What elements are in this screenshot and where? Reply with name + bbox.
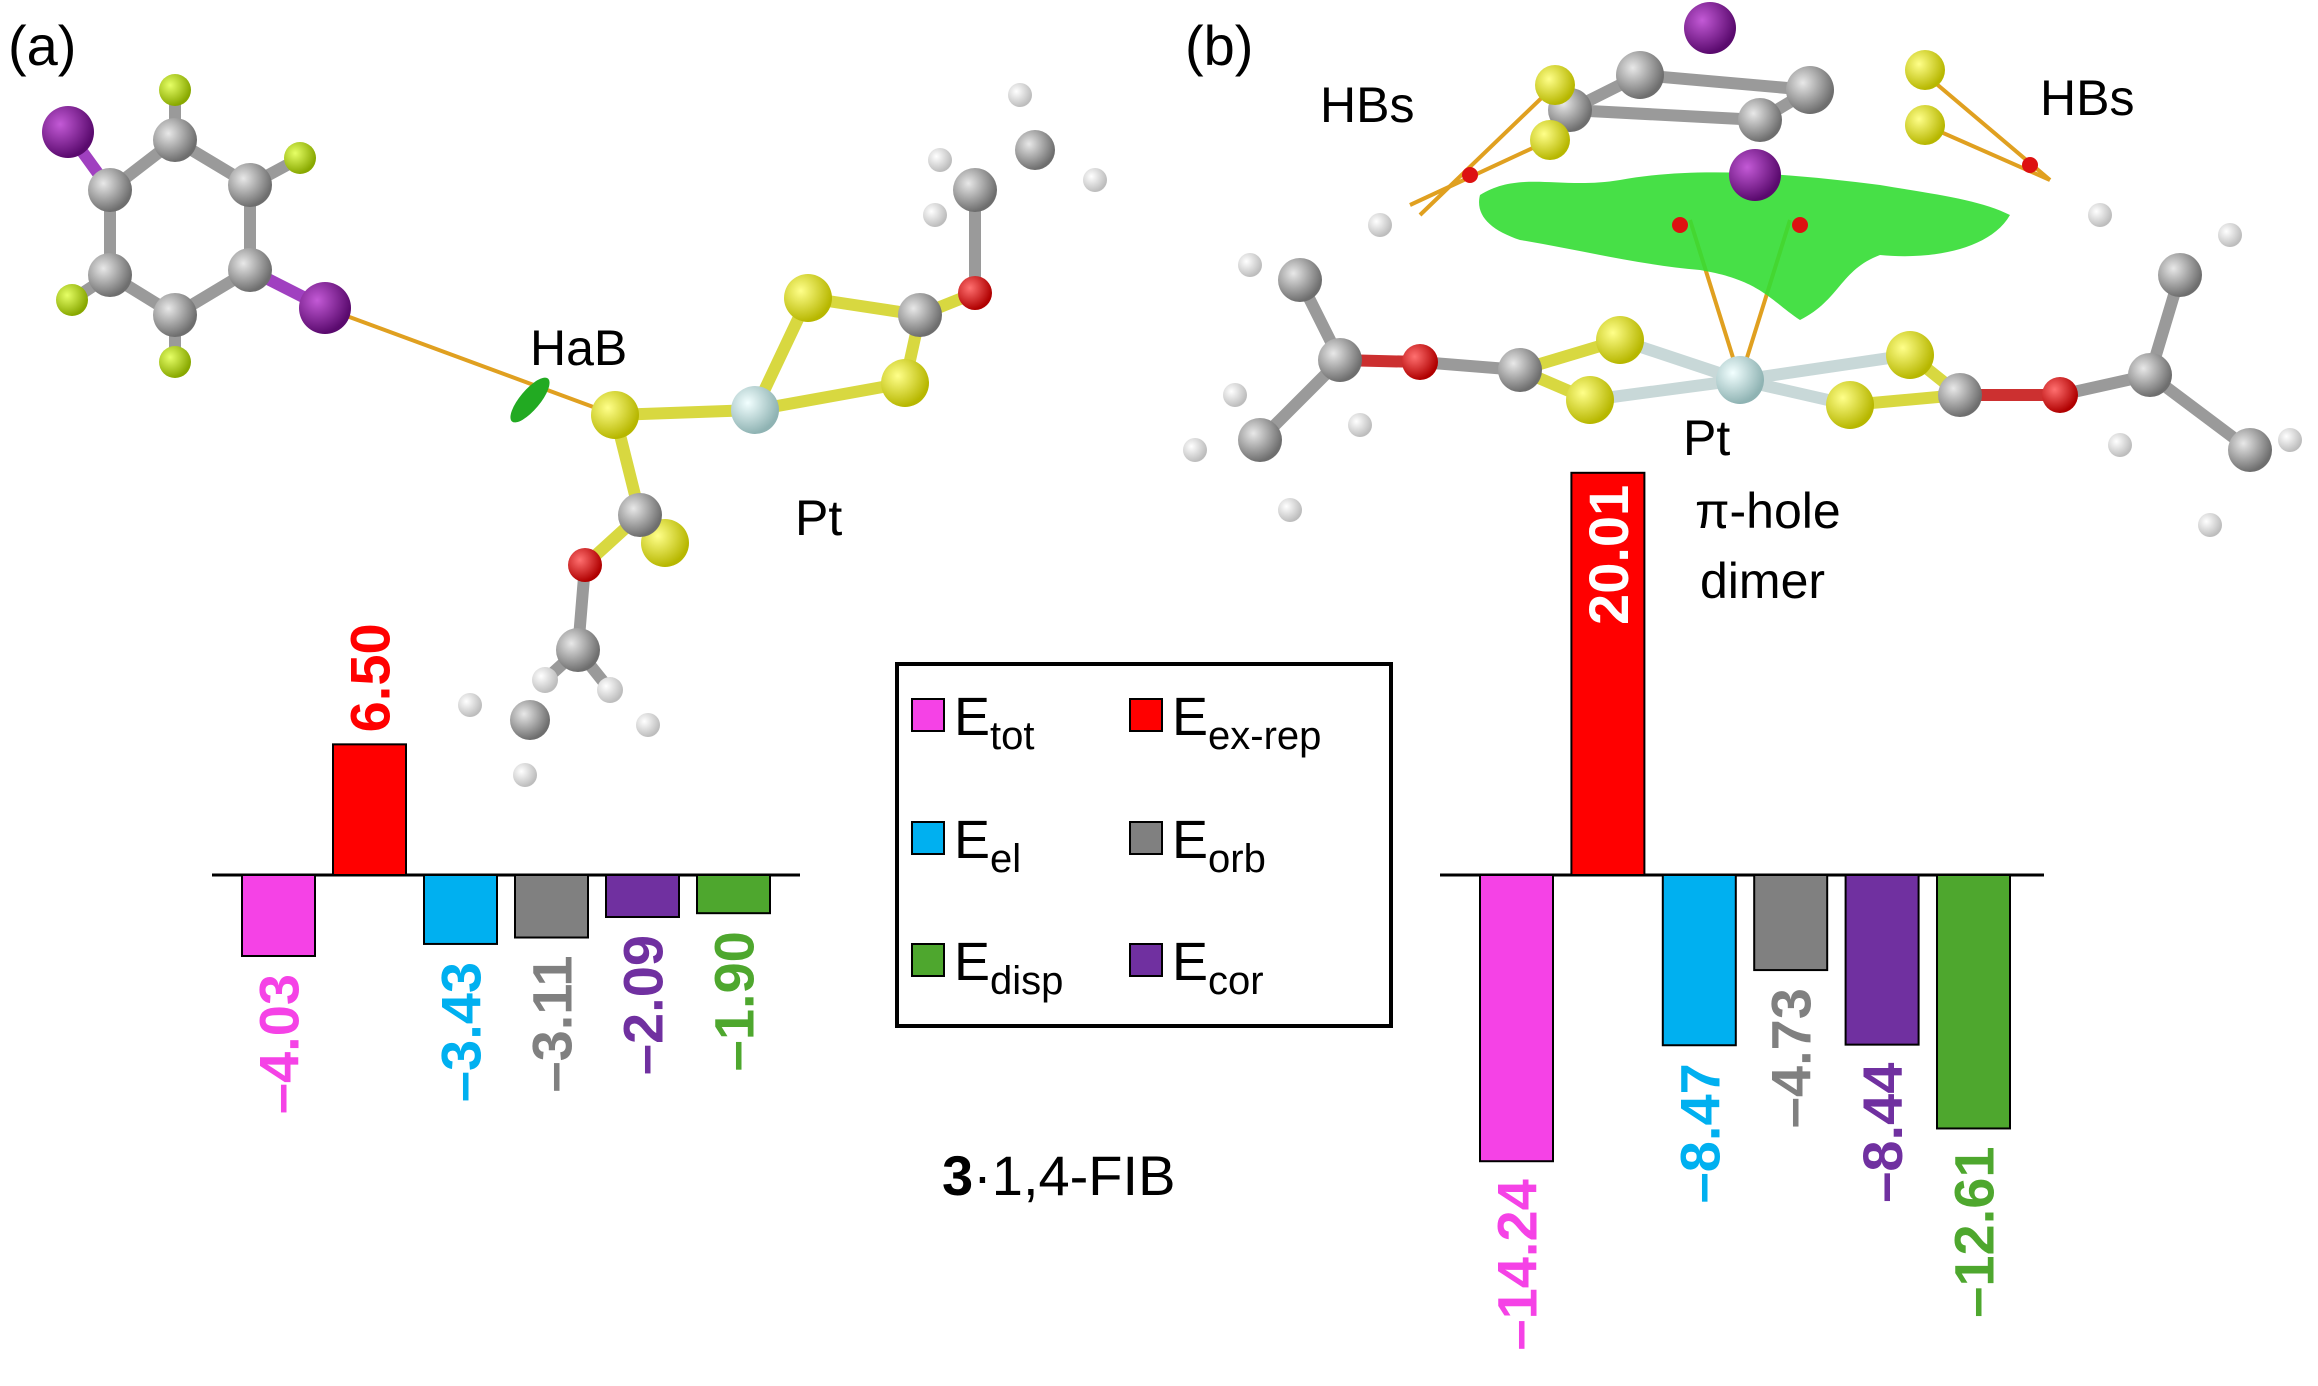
bar-b-eorb xyxy=(1753,874,1829,972)
legend-label-disp: Edisp xyxy=(954,932,1063,1003)
bar-value-label: –3.11 xyxy=(521,956,584,1093)
legend-label-ex-rep: Eex-rep xyxy=(1172,687,1321,758)
bars-panel-b: –14.24 20.01 –8.47 –4.73 –8.44 –12.61 xyxy=(1479,471,2011,1351)
bar-value-label: –4.03 xyxy=(248,974,311,1114)
bar-a-etot xyxy=(241,874,316,958)
bar-value-label: –3.43 xyxy=(430,962,493,1102)
legend-swatch-el xyxy=(911,821,945,855)
hab-label: HaB xyxy=(530,320,627,376)
bar-a-eorb xyxy=(514,874,589,939)
bar-value-label: –1.90 xyxy=(703,931,766,1071)
bar-a-eexrep xyxy=(332,743,407,876)
interaction-type-line2: dimer xyxy=(1700,553,1825,609)
molecule-b xyxy=(1183,2,2302,537)
caption-rest: ·1,4-FIB xyxy=(973,1144,1175,1207)
bar-value-label: –4.73 xyxy=(1760,988,1823,1128)
bar-b-eel xyxy=(1661,874,1737,1047)
hbs-label-left: HBs xyxy=(1320,77,1414,133)
panel-label-a: (a) xyxy=(8,14,76,77)
legend-swatch-ex-rep xyxy=(1129,698,1163,732)
bar-a-eel xyxy=(423,874,498,945)
legend-label-cor: Ecor xyxy=(1172,932,1264,1003)
panel-label-b: (b) xyxy=(1185,14,1253,77)
hbs-label-right: HBs xyxy=(2040,70,2134,126)
molecule-a xyxy=(42,74,1107,787)
bar-a-ecor xyxy=(605,874,680,919)
bar-value-label: –12.61 xyxy=(1943,1146,2006,1317)
bar-value-label: 6.50 xyxy=(339,623,402,732)
bar-value-label: –8.44 xyxy=(1851,1063,1914,1203)
caption-bold: 3 xyxy=(942,1144,973,1207)
pt-label-a: Pt xyxy=(795,490,842,546)
bar-value-label: 20.01 xyxy=(1577,485,1640,625)
bar-value-label: –8.47 xyxy=(1668,1063,1731,1203)
bars-panel-a: –4.03 6.50 –3.43 –3.11 –2.09 –1.90 xyxy=(241,623,771,1114)
bar-a-edisp xyxy=(696,874,771,915)
pt-label-b: Pt xyxy=(1683,410,1730,466)
bar-value-label: –2.09 xyxy=(612,935,675,1075)
legend-label-orb: Eorb xyxy=(1172,810,1266,881)
legend-label-tot: Etot xyxy=(954,687,1035,758)
legend-swatch-cor xyxy=(1129,943,1163,977)
legend-swatch-disp xyxy=(911,943,945,977)
bar-b-etot xyxy=(1479,874,1554,1163)
bar-b-eexrep xyxy=(1570,471,1646,876)
legend-label-el: Eel xyxy=(954,810,1021,881)
legend-swatch-orb xyxy=(1129,821,1163,855)
bar-b-edisp xyxy=(1936,874,2011,1130)
bar-b-ecor xyxy=(1844,874,1920,1046)
complex-caption: 3·1,4-FIB xyxy=(942,1144,1175,1207)
interaction-type-line1: π-hole xyxy=(1695,483,1841,539)
legend-swatch-tot xyxy=(911,698,945,732)
bar-value-label: –14.24 xyxy=(1486,1179,1549,1350)
